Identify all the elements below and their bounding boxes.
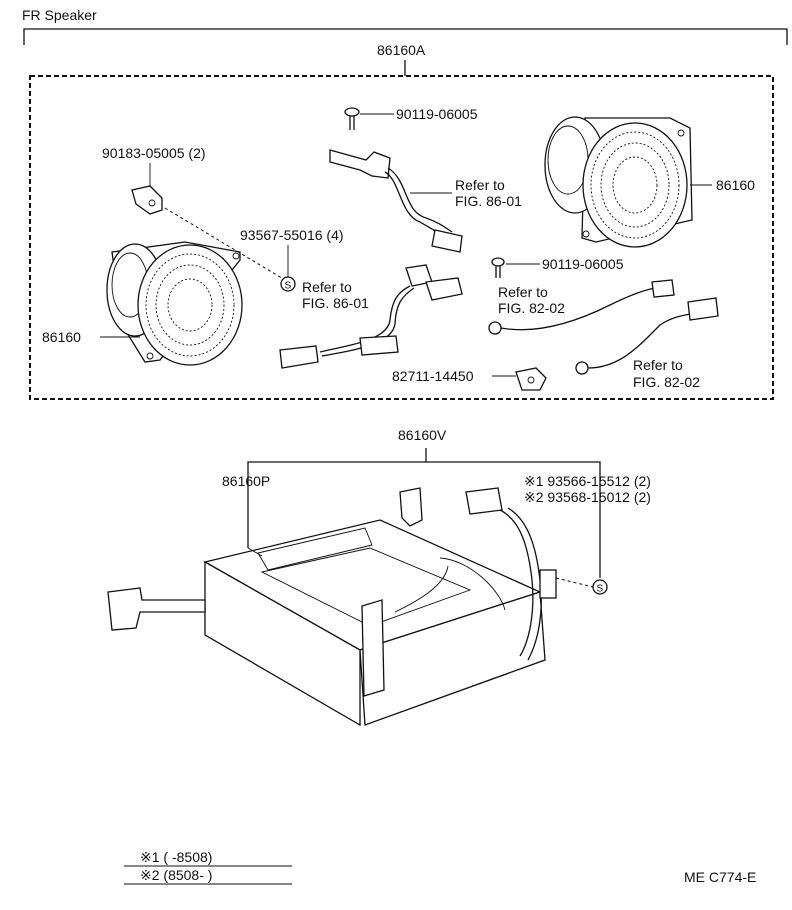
label-refer-a-1: Refer to <box>455 177 505 193</box>
label-amp-screw-2: ※2 93568-15012 (2) <box>524 489 651 505</box>
assembly-a-label: 86160A <box>377 42 426 58</box>
ground-wire-1 <box>488 279 675 335</box>
wire-harness-top <box>329 149 463 253</box>
label-refer-a-2: FIG. 86-01 <box>455 193 522 209</box>
label-screw-top: 90119-06005 <box>396 106 478 122</box>
screw-top <box>344 107 360 130</box>
page-title: FR Speaker <box>22 7 97 23</box>
assembly-v-bracket <box>247 461 601 578</box>
label-refer-d-2: FIG. 82-02 <box>633 374 700 390</box>
label-clip: 90183-05005 (2) <box>102 145 206 161</box>
clip-part <box>131 185 163 215</box>
clamp-part <box>515 367 547 391</box>
label-refer-b-1: Refer to <box>302 279 352 295</box>
svg-text:S: S <box>285 281 292 292</box>
wire-harness-mid <box>279 264 463 369</box>
svg-text:S: S <box>597 584 604 595</box>
label-amp: 86160P <box>222 473 270 489</box>
label-refer-c-1: Refer to <box>498 284 548 300</box>
legend-row-2: ※2 (8508- ) <box>140 867 212 883</box>
label-refer-d-1: Refer to <box>633 357 683 373</box>
assembly-a-box <box>29 75 774 400</box>
label-screw-s: 93567-55016 (4) <box>240 227 344 243</box>
label-screw-mid: 90119-06005 <box>542 256 624 272</box>
label-amp-screw-1: ※1 93566-15512 (2) <box>524 473 651 489</box>
ground-wire-2 <box>575 297 719 375</box>
label-refer-c-2: FIG. 82-02 <box>498 300 565 316</box>
label-refer-b-2: FIG. 86-01 <box>302 295 369 311</box>
label-clamp: 82711-14450 <box>392 368 474 384</box>
label-speaker-left: 86160 <box>42 329 81 345</box>
speaker-left <box>106 241 243 366</box>
speaker-right <box>544 116 693 248</box>
screw-mid <box>491 257 505 278</box>
label-speaker-right: 86160 <box>716 177 755 193</box>
legend-row-1: ※1 ( -8508) <box>140 849 212 865</box>
assembly-a-bracket <box>23 28 788 45</box>
figure-code: ME C774-E <box>684 869 756 885</box>
assembly-v-label: 86160V <box>398 427 447 443</box>
amplifier-unit <box>107 487 557 727</box>
